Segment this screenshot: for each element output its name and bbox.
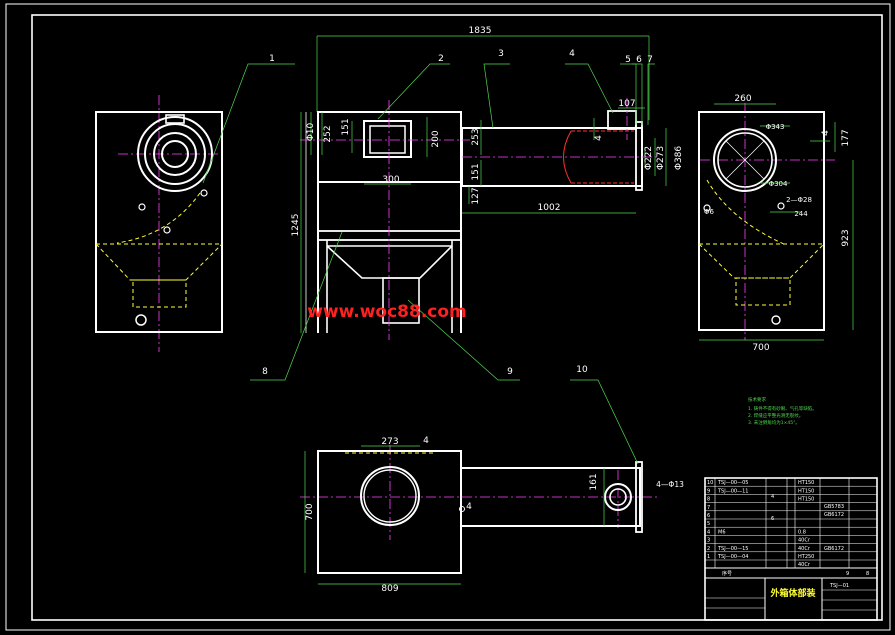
dim-d386: Φ386	[674, 146, 684, 171]
dim-300: 300	[382, 175, 399, 185]
tb-page-b: 8	[866, 571, 869, 577]
parts-row-no: 5	[707, 521, 710, 527]
sheet-border-inner	[31, 14, 883, 621]
dim-151-side: 151	[471, 163, 481, 180]
dim-260: 260	[734, 94, 751, 104]
parts-row-mat: HT150	[798, 497, 814, 503]
tb-page-a: 9	[846, 571, 849, 577]
dim-plan-809: 809	[381, 584, 398, 594]
balloon-7: 7	[647, 55, 653, 65]
notes-line-1: 1. 铸件不得有砂眼、气孔等缺陷。	[748, 405, 817, 412]
balloon-10: 10	[576, 365, 588, 375]
tb-drawing-code: TSJ—01	[829, 583, 849, 589]
parts-row-code: TSJ—00—11	[717, 488, 748, 494]
tb-label-bl: 序号	[722, 570, 732, 577]
balloon-1: 1	[269, 54, 275, 64]
notes-title: 技术要求	[748, 396, 766, 403]
dim-front-height: 1245	[291, 214, 301, 237]
parts-row-code: TSJ—00—15	[717, 546, 748, 552]
parts-row-no: 4	[707, 529, 710, 535]
parts-row-code: TSJ—00—05	[717, 480, 748, 486]
dim-plan-4: 4	[423, 436, 429, 446]
dim-2-d28: 2—Φ28	[786, 196, 812, 204]
tb-std1: GB5783	[824, 504, 844, 510]
balloon-3: 3	[498, 49, 504, 59]
dim-d6: Φ6	[704, 208, 715, 216]
dim-right-4: 4	[821, 130, 831, 136]
dim-d222: Φ222	[644, 146, 654, 170]
dim-151-top: 151	[341, 118, 351, 135]
tb-qty6: 6	[771, 516, 774, 522]
tb-std3: GB6172	[824, 546, 844, 552]
balloon-4: 4	[569, 49, 575, 59]
parts-row-code: TSJ—00—04	[717, 554, 748, 560]
parts-row-no: 9	[707, 488, 710, 494]
tb-drawing-title: 外箱体部装	[769, 587, 816, 599]
dim-d273: Φ273	[656, 146, 666, 170]
watermark-text: www.woc88.com	[307, 302, 467, 322]
parts-row-mat: HT150	[798, 480, 814, 486]
dim-plan-4-d13: 4—Φ13	[656, 480, 684, 489]
balloon-9: 9	[507, 367, 513, 377]
balloon-8: 8	[262, 367, 268, 377]
dim-d10: Φ10	[306, 122, 316, 141]
tb-std2: GB6172	[824, 512, 844, 518]
dim-plan-273: 273	[381, 437, 398, 447]
sheet-border-outer	[5, 3, 891, 631]
parts-row-mat: HT150	[798, 488, 814, 494]
tb-qty: 4	[771, 494, 774, 500]
dim-253: 253	[471, 128, 481, 145]
dim-200: 200	[431, 130, 441, 147]
notes-line-2: 2. 焊缝应平整光滑无裂纹。	[748, 412, 803, 419]
parts-row-no: 7	[707, 505, 710, 511]
dim-plan-4b: 4	[466, 502, 472, 512]
dim-252: 252	[323, 125, 333, 142]
technical-notes: 技术要求 1. 铸件不得有砂眼、气孔等缺陷。 2. 焊缝应平整光滑无裂纹。 3.…	[748, 396, 817, 426]
balloon-2: 2	[438, 54, 444, 64]
parts-row-no: 6	[707, 513, 710, 519]
dim-127: 127	[471, 187, 481, 204]
parts-row-code: M6	[718, 529, 726, 535]
parts-row-no: 3	[707, 538, 710, 544]
dim-1002: 1002	[538, 203, 561, 213]
notes-line-3: 3. 未注倒角均为1×45°。	[748, 419, 800, 426]
dim-244: 244	[794, 210, 808, 218]
dim-d304: Φ304	[769, 180, 788, 188]
right-side-view: 260 Φ343 Φ304 4 177 2—Φ28 244 Φ6 923 700	[698, 94, 854, 353]
plan-view: 273 4 700 4 161 4—Φ13 809	[300, 436, 684, 594]
parts-row-no: 8	[707, 497, 710, 503]
front-view: 1835	[291, 26, 684, 340]
dim-177: 177	[841, 129, 851, 146]
parts-row-mat: HT250	[798, 554, 814, 560]
dim-plan-700: 700	[305, 503, 315, 520]
dim-4-top: 4	[594, 135, 604, 141]
left-side-view	[95, 95, 223, 352]
balloon-5: 5	[625, 55, 631, 65]
dim-plan-161: 161	[589, 473, 599, 490]
parts-row-no: 10	[707, 480, 713, 486]
dim-d343: Φ343	[766, 123, 785, 131]
parts-row-mat: 40Cr	[798, 546, 811, 552]
dim-right-700: 700	[752, 343, 769, 353]
parts-row-mat: 40Cr	[798, 538, 811, 544]
dim-923: 923	[841, 229, 851, 246]
balloon-leaders	[202, 63, 655, 465]
parts-row-mat: 40Cr	[798, 562, 811, 568]
parts-row-no: 1	[707, 554, 710, 560]
dim-overall-length: 1835	[469, 26, 492, 36]
dim-107: 107	[618, 99, 635, 109]
parts-row-mat: 0.8	[798, 529, 806, 535]
balloon-6: 6	[636, 55, 642, 65]
parts-row-no: 2	[707, 546, 710, 552]
